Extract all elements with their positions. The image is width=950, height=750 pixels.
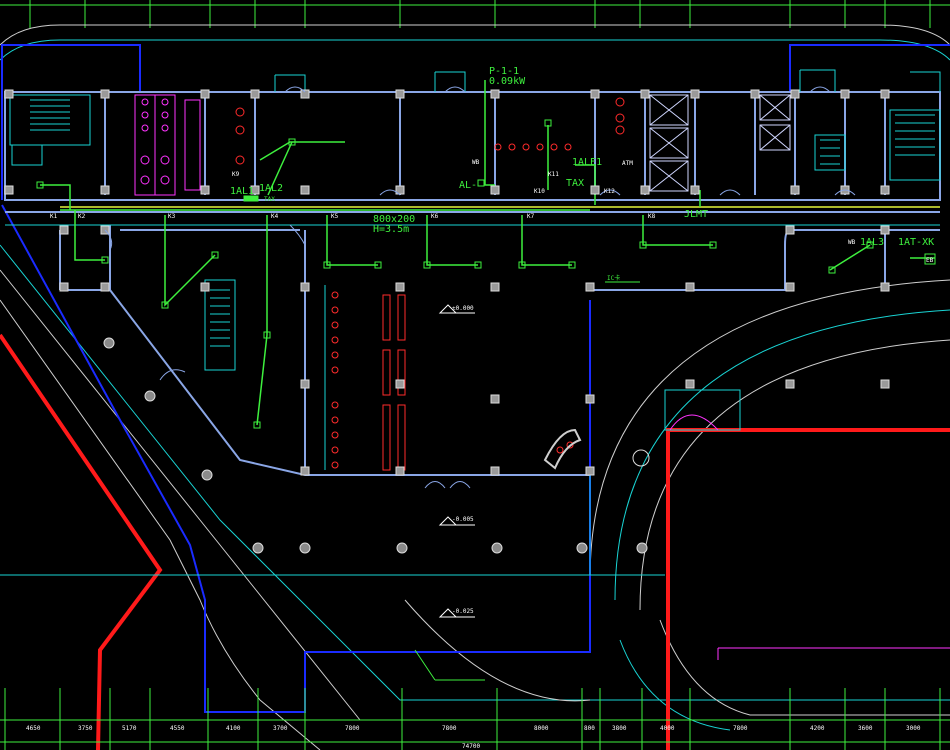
dim-label: 3700 — [273, 725, 288, 732]
hall-seating — [235, 97, 625, 471]
label-wb-right: WB — [848, 239, 856, 246]
label-k4: K4 — [271, 213, 279, 220]
label-1ale1: 1ALE1 — [572, 157, 602, 168]
label-jlmt: JLMT — [684, 209, 708, 220]
label-1al2: 1AL2 — [259, 183, 283, 194]
interior-details — [0, 69, 941, 576]
level-markers — [438, 304, 475, 618]
label-k3: K3 — [168, 213, 176, 220]
label-ic-card: IC卡 — [607, 274, 620, 282]
label-p11-kw: 0.09kW — [489, 76, 526, 87]
grid-lines-top — [0, 0, 950, 28]
label-k2: K2 — [78, 213, 86, 220]
dimension-lines — [0, 688, 950, 750]
label-k6: K6 — [431, 213, 439, 220]
red-property-line — [0, 333, 950, 750]
elevator-shafts — [649, 94, 791, 192]
dim-label: 7800 — [345, 725, 360, 732]
label-1at-xk: 1AT-XK — [898, 237, 934, 248]
structural-columns — [4, 89, 890, 476]
label-al: AL- — [459, 180, 477, 191]
dim-label: 3750 — [78, 725, 93, 732]
road-curves — [0, 24, 950, 750]
dim-label: 5170 — [122, 725, 137, 732]
label-1al3: 1AL3 — [860, 237, 884, 248]
stairs-hatching — [30, 99, 935, 347]
dim-label: 800 — [584, 725, 595, 732]
dim-label: 3800 — [612, 725, 627, 732]
dim-label: 4650 — [26, 725, 41, 732]
label-k12: K12 — [604, 188, 615, 195]
label-atm: ATM — [622, 160, 633, 167]
dim-label: 7800 — [442, 725, 457, 732]
dim-label: 3000 — [906, 725, 921, 732]
dim-label: 4550 — [170, 725, 185, 732]
round-columns — [103, 337, 650, 554]
doors — [104, 86, 856, 489]
dim-total-label: 74700 — [462, 743, 480, 750]
label-1al1: 1AL1 — [230, 186, 254, 197]
label-k7: K7 — [527, 213, 535, 220]
dim-label: 7800 — [733, 725, 748, 732]
label-k8: K8 — [648, 213, 656, 220]
label-k1: K1 — [50, 213, 58, 220]
label-level-005: -0.005 — [452, 516, 474, 523]
electrical-wiring — [40, 80, 940, 426]
label-k10: K10 — [534, 188, 545, 195]
label-wb-left: WB — [472, 159, 480, 166]
blue-building-outline — [1, 44, 950, 713]
label-p11: P-1-1 — [489, 66, 519, 77]
label-eb: EB — [926, 257, 934, 264]
electrical-fixtures — [36, 119, 936, 429]
toilet-fixtures — [134, 94, 950, 660]
annotation-labels: P-1-1 0.09kW AL- 1AL1 1AL2 TAX 1ALE1 TAX… — [50, 66, 934, 615]
label-k11: K11 — [548, 171, 559, 178]
building-walls — [4, 91, 941, 476]
label-k5: K5 — [331, 213, 339, 220]
dimension-labels: 4650 3750 5170 4550 4100 3700 7800 7800 … — [26, 725, 921, 750]
dim-label: 3600 — [858, 725, 873, 732]
label-level-0: ±0.000 — [452, 305, 474, 312]
label-tax-left: TAX — [264, 196, 275, 203]
label-level-025: -0.025 — [452, 608, 474, 615]
service-counter — [543, 428, 582, 470]
dim-label: 8000 — [534, 725, 549, 732]
leader-lines — [414, 281, 640, 681]
dim-label: 4100 — [226, 725, 241, 732]
dim-label: 4000 — [660, 725, 675, 732]
dim-label: 4200 — [810, 725, 825, 732]
label-tax-mid: TAX — [566, 178, 584, 189]
label-duct-size: 800x200 — [373, 214, 415, 225]
label-k9: K9 — [232, 171, 240, 178]
label-duct-height: H=3.5m — [373, 224, 409, 235]
